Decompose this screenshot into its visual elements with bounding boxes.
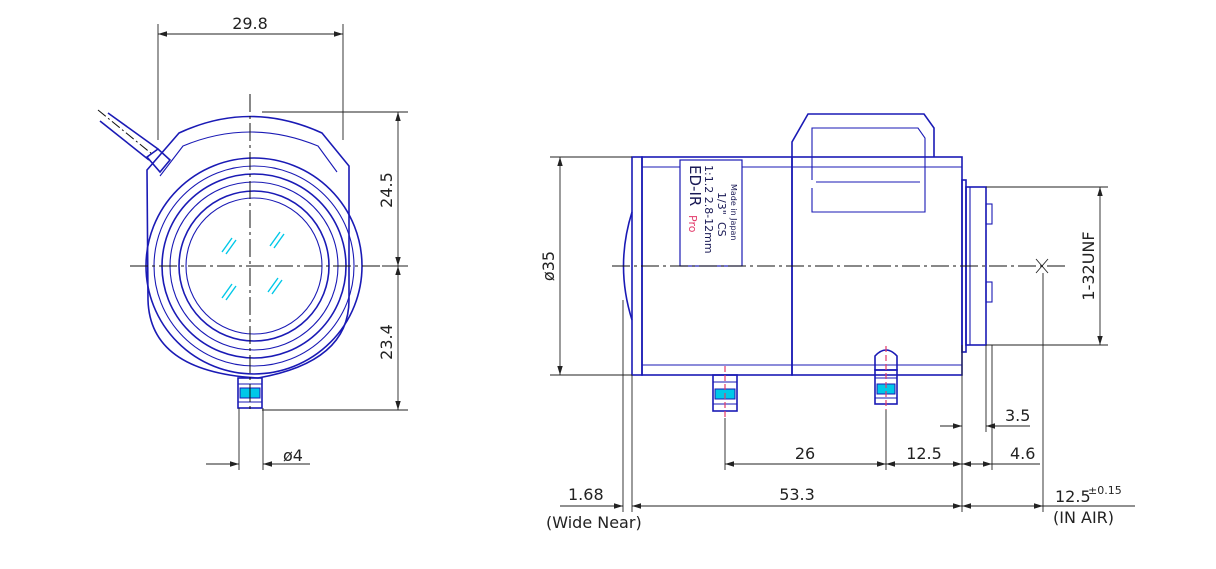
- dim-pin-spacing-26: 26: [795, 444, 815, 463]
- dim-back-focus-tolerance: ±0.15: [1088, 484, 1122, 497]
- label-format: 1/3": [715, 192, 728, 215]
- dim-rear-4-6: 4.6: [1010, 444, 1035, 463]
- dim-front-offset-1-68: 1.68: [568, 485, 604, 504]
- label-mount: CS: [715, 222, 728, 237]
- label-origin: Made in Japan: [729, 184, 738, 241]
- side-connector-rear: [874, 346, 898, 410]
- front-housing: [146, 115, 350, 379]
- front-view: [97, 24, 408, 470]
- dim-back-focus-note: (IN AIR): [1053, 508, 1114, 527]
- dim-upper-24-5: 24.5: [377, 172, 396, 208]
- dim-front-note: (Wide Near): [546, 513, 642, 532]
- glass-hatch: [221, 231, 285, 301]
- dim-pin-to-flange-12-5: 12.5: [906, 444, 942, 463]
- lens-label: [679, 159, 743, 267]
- label-brand: ED-IR: [686, 165, 704, 206]
- cable: [97, 109, 172, 174]
- dim-length-53-3: 53.3: [779, 485, 815, 504]
- dim-lower-23-4: 23.4: [377, 324, 396, 360]
- dim-connector-dia: ø4: [283, 446, 303, 465]
- dim-diameter-35: ø35: [539, 251, 558, 281]
- dim-flange-3-5: 3.5: [1005, 406, 1030, 425]
- side-connector-front: [712, 366, 738, 418]
- label-aperture-focal: 1:1.2 2.8-12mm: [702, 165, 715, 254]
- side-view: [550, 113, 1135, 512]
- motor-housing: [791, 113, 935, 157]
- dim-thread-unf: 1-32UNF: [1079, 231, 1098, 300]
- dim-width-29-8: 29.8: [232, 14, 268, 33]
- dim-back-focus: 12.5: [1055, 487, 1091, 506]
- label-pro: Pro: [686, 215, 699, 233]
